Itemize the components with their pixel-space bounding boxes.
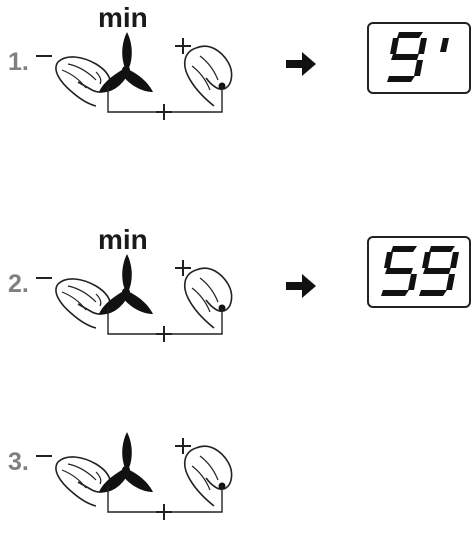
step-3: 3. (0, 400, 475, 530)
step-number: 2. (8, 270, 29, 298)
digit-9 (387, 32, 427, 82)
digital-display (367, 22, 471, 94)
digital-display (367, 236, 471, 308)
step-1: 1. min (0, 0, 475, 130)
step-number: 1. (8, 48, 29, 76)
left-finger-icon (55, 278, 112, 329)
display-digits (387, 32, 449, 82)
min-label: min (98, 2, 148, 33)
arrow-right-icon (286, 274, 316, 298)
right-finger-icon (183, 445, 233, 507)
right-finger-icon (183, 45, 233, 107)
right-finger-icon (183, 267, 233, 329)
digit-9 (419, 246, 459, 296)
left-finger-icon (55, 456, 112, 507)
display-digits (381, 246, 459, 296)
step-2: 2. min (0, 222, 475, 352)
left-finger-icon (55, 56, 112, 107)
timer-controls-illustration (36, 32, 316, 120)
timer-controls-illustration (36, 254, 316, 342)
min-label: min (98, 224, 148, 255)
digit-5 (381, 246, 417, 296)
arrow-right-icon (286, 52, 316, 76)
step-number: 3. (8, 448, 29, 476)
timer-controls-illustration (36, 432, 233, 520)
display-apostrophe (440, 38, 449, 52)
